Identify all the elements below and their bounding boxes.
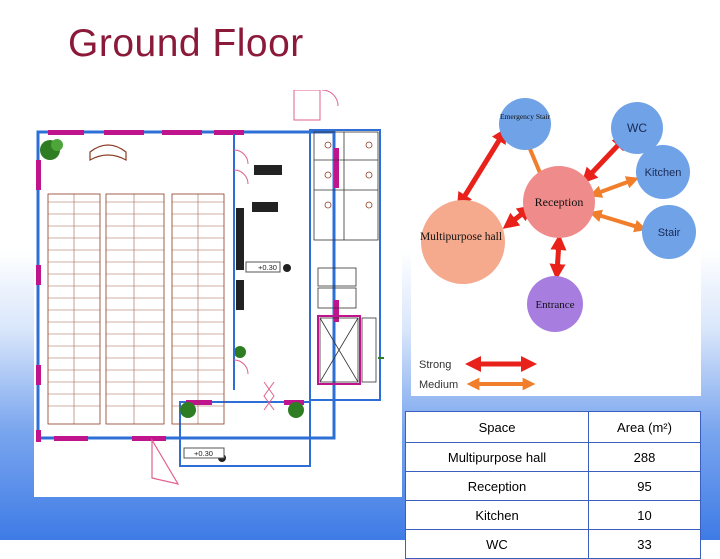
table-row: Reception 95 [405, 471, 701, 501]
header-space: Space [405, 411, 589, 443]
cell-space: Multipurpose hall [405, 442, 589, 472]
table-header-row: Space Area (m²) [405, 411, 701, 443]
cell-area: 33 [588, 529, 701, 559]
level-mark-upper: +0.30 [258, 263, 277, 272]
cell-area: 10 [588, 500, 701, 530]
node-multipurpose-hall: Multipurpose hall [420, 200, 505, 284]
cell-space: WC [405, 529, 589, 559]
cell-space: Reception [405, 471, 589, 501]
cell-space: Kitchen [405, 500, 589, 530]
node-wc: WC [611, 102, 663, 154]
node-stair: Stair [642, 205, 696, 259]
node-emergency-stair: Emergency Stair [499, 98, 551, 150]
node-entrance: Entrance [527, 276, 583, 332]
link-reception-entrance [549, 234, 567, 280]
table-row: Multipurpose hall 288 [405, 442, 701, 472]
slide-title: Ground Floor [68, 22, 304, 65]
node-kitchen-label: Kitchen [645, 167, 682, 179]
node-stair-label: Stair [658, 227, 681, 239]
level-mark-lower: +0.30 [194, 449, 213, 458]
node-multipurpose-hall-label: Multipurpose hall [420, 231, 502, 243]
legend: Strong Medium [419, 355, 538, 391]
table-row: Kitchen 10 [405, 500, 701, 530]
link-reception-stair [588, 209, 648, 233]
plant-icon [40, 139, 304, 418]
node-emergency-stair-label: Emergency Stair [500, 112, 551, 121]
legend-strong-label: Strong [419, 359, 451, 371]
adjacency-bubble-diagram: Emergency Stair WC Kitchen Reception Sta… [411, 90, 701, 396]
node-reception: Reception [523, 166, 595, 238]
node-reception-label: Reception [535, 195, 584, 209]
cell-area: 288 [588, 442, 701, 472]
floor-plan-drawing: +0.30 +0.30 [34, 90, 402, 497]
node-entrance-label: Entrance [535, 299, 574, 311]
link-reception-kitchen [588, 176, 640, 198]
area-table: Space Area (m²) Multipurpose hall 288 Re… [405, 411, 701, 559]
node-kitchen: Kitchen [636, 145, 690, 199]
table-row: WC 33 [405, 529, 701, 559]
link-emergency-hall [456, 127, 508, 209]
node-wc-label: WC [627, 121, 647, 135]
header-area: Area (m²) [588, 411, 701, 443]
legend-medium-label: Medium [419, 379, 458, 391]
cell-area: 95 [588, 471, 701, 501]
link-hall-reception [502, 205, 534, 229]
link-wc-reception [581, 134, 629, 184]
